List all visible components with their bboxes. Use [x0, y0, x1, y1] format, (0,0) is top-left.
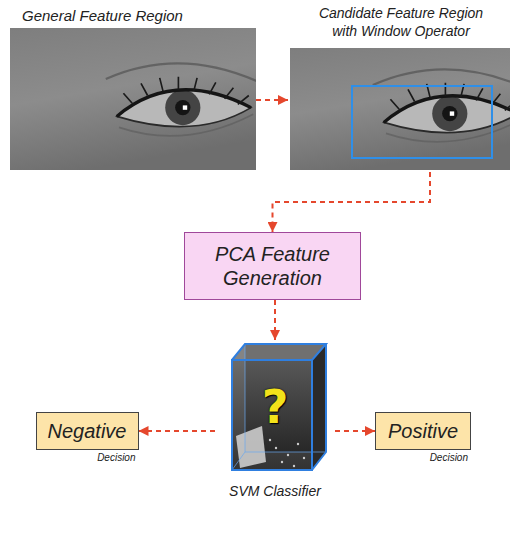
question-mark: ?	[262, 382, 289, 432]
flow-arrow	[139, 430, 216, 432]
flow-arrow	[256, 99, 288, 101]
decision-box: PositiveDecision	[375, 412, 471, 450]
process-box: PCA Feature Generation	[184, 232, 361, 300]
svm-cube	[232, 344, 326, 470]
eye-photo-crop	[290, 48, 510, 170]
box-label: Positive	[388, 419, 458, 443]
flow-arrow	[335, 430, 375, 432]
classifier-label: SVM Classifier	[229, 483, 321, 500]
eye-photo	[10, 28, 256, 170]
sub-label: Decision	[97, 452, 135, 464]
window-operator	[352, 86, 492, 158]
photo-region: General Feature Region	[10, 6, 256, 170]
box-label: Negative	[48, 419, 127, 443]
region-title: General Feature Region	[10, 7, 183, 25]
flow-arrow	[274, 300, 276, 340]
classifier-icon: ? SVM Classifier	[215, 340, 335, 500]
region-title: Candidate Feature Region with Window Ope…	[312, 4, 490, 40]
box-label: PCA Feature Generation	[197, 242, 348, 290]
photo-region: Candidate Feature Region with Window Ope…	[288, 4, 514, 172]
sub-label: Decision	[430, 452, 468, 464]
decision-box: NegativeDecision	[36, 412, 139, 450]
flow-arrow	[273, 172, 431, 232]
